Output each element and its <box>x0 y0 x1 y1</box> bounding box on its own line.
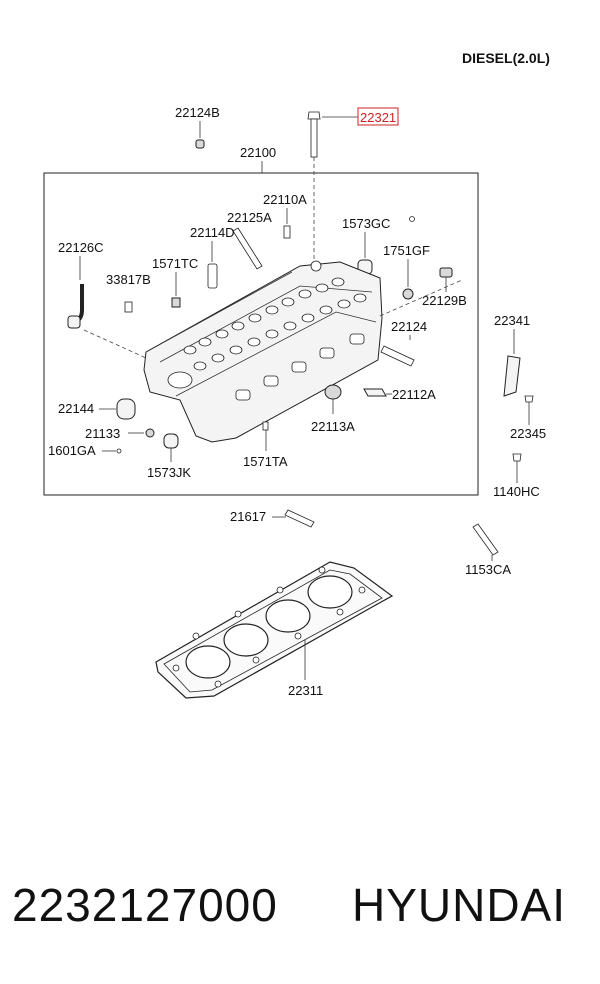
plug-22113A <box>324 384 342 400</box>
part-label-1153CA[interactable]: 1153CA <box>465 562 511 577</box>
ball-1601GA <box>116 448 122 454</box>
part-label-22114D[interactable]: 22114D <box>190 225 235 240</box>
stud-22125A <box>232 227 263 270</box>
bolt-1571TC <box>171 297 181 308</box>
part-label-1571TC[interactable]: 1571TC <box>152 256 198 271</box>
brand-name: HYUNDAI <box>352 879 567 931</box>
bolt-1571TA <box>262 421 269 431</box>
part-label-1751GF[interactable]: 1751GF <box>383 243 430 258</box>
part-label-33817B[interactable]: 33817B <box>106 272 151 287</box>
assembly-frame <box>43 172 479 496</box>
part-label-22110A[interactable]: 22110A <box>263 192 307 207</box>
part-label-22112A[interactable]: 22112A <box>392 387 436 402</box>
engine-label: DIESEL(2.0L) <box>462 50 550 66</box>
bolt-22345 <box>524 395 534 403</box>
bracket-22341 <box>503 355 521 397</box>
part-label-1601GA[interactable]: 1601GA <box>48 443 96 458</box>
plug-21133 <box>145 428 155 438</box>
seal-22144 <box>116 398 136 420</box>
part-label-22124[interactable]: 22124 <box>391 319 427 334</box>
cap-1573JK <box>163 433 179 449</box>
stud-22110A <box>283 225 291 239</box>
head-bolt-22321[interactable] <box>307 111 321 272</box>
stud-22124 <box>380 345 415 367</box>
head-gasket-22311[interactable] <box>155 561 394 699</box>
part-label-21617[interactable]: 21617 <box>230 509 266 524</box>
plug-22124B <box>195 139 205 149</box>
dash-plug <box>379 279 463 317</box>
part-label-22341[interactable]: 22341 <box>494 313 530 328</box>
part-label-1140HC[interactable]: 1140HC <box>493 484 540 499</box>
part-label-22100[interactable]: 22100 <box>240 145 276 160</box>
stud-21617 <box>284 509 315 528</box>
part-label-22113A[interactable]: 22113A <box>311 419 355 434</box>
plug-33817B <box>124 301 133 313</box>
part-label-22126C[interactable]: 22126C <box>58 240 104 255</box>
part-label-22345[interactable]: 22345 <box>510 426 546 441</box>
part-label-22321[interactable]: 22321 <box>360 110 396 125</box>
plug-22129B <box>439 267 453 278</box>
part-label-22125A[interactable]: 22125A <box>227 210 272 225</box>
part-label-22129B[interactable]: 22129B <box>422 293 467 308</box>
dowel-22114D <box>207 263 218 289</box>
stud-1153CA <box>472 523 499 556</box>
bolt-1140HC <box>512 453 522 462</box>
part-label-22144[interactable]: 22144 <box>58 401 94 416</box>
part-label-1571TA[interactable]: 1571TA <box>243 454 288 469</box>
washer-1751GF <box>402 288 414 300</box>
part-label-22124B[interactable]: 22124B <box>175 105 220 120</box>
seal-22112A <box>363 388 387 397</box>
part-label-22311[interactable]: 22311 <box>288 683 323 698</box>
highlight-box-22321 <box>357 107 399 126</box>
dash-pipe <box>83 329 147 359</box>
small-ring <box>409 216 415 222</box>
part-label-1573JK[interactable]: 1573JK <box>147 465 191 480</box>
pipe-fitting-22126C <box>67 315 81 329</box>
cylinder-head-22100[interactable] <box>143 260 383 443</box>
part-label-1573GC[interactable]: 1573GC <box>342 216 390 231</box>
part-label-21133[interactable]: 21133 <box>85 426 120 441</box>
part-number: 2232127000 <box>12 879 278 931</box>
